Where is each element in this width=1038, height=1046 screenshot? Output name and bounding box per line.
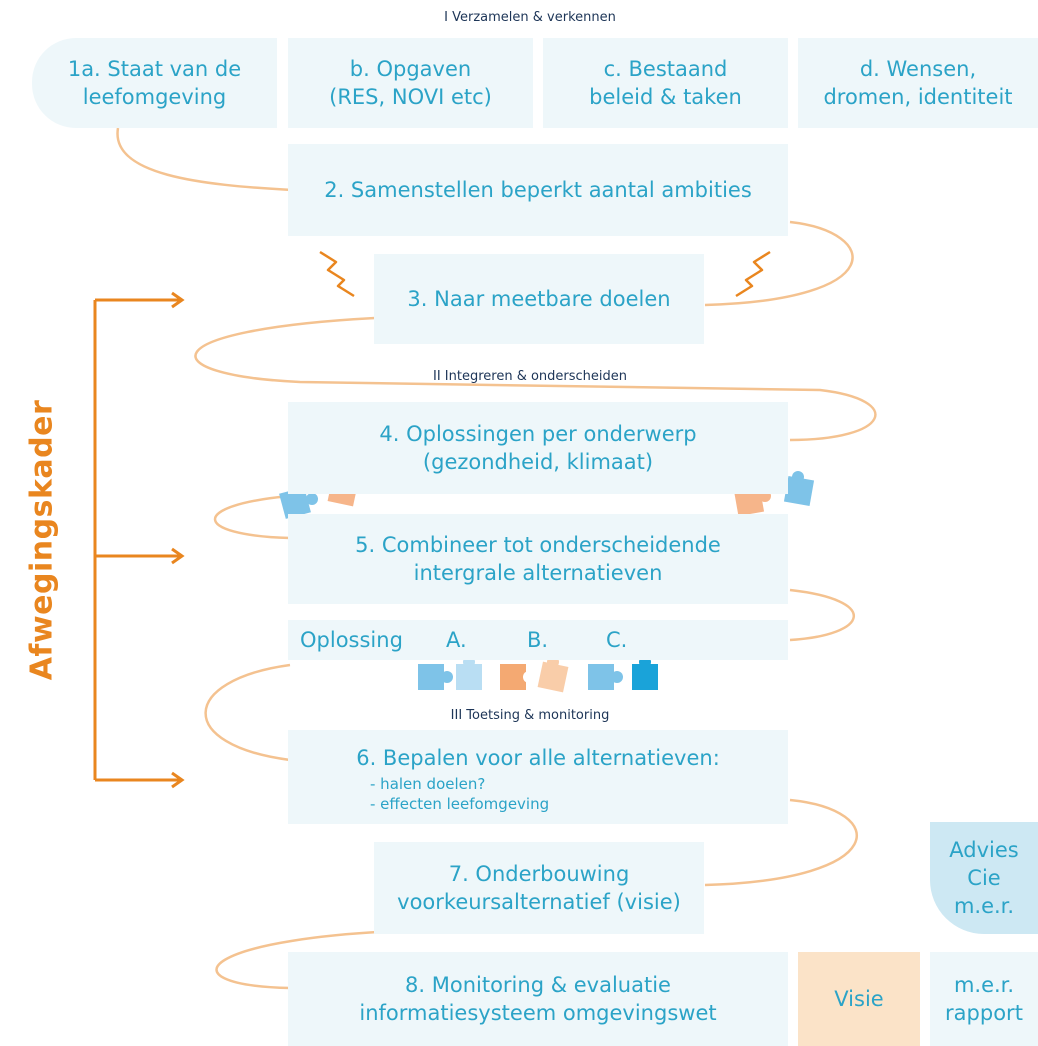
step-8-line1: 8. Monitoring & evaluatie — [405, 973, 671, 997]
step-4-line2: (gezondheid, klimaat) — [422, 450, 654, 474]
mer-rapport-box: m.e.r. rapport — [930, 952, 1038, 1046]
puzzle-pieces-solutions-icon — [418, 656, 658, 693]
afwegingskader-text: Afwegingskader — [24, 399, 60, 681]
solution-c-label: C. — [606, 628, 628, 652]
advies-line1: Advies — [949, 838, 1019, 862]
connector-6-7 — [704, 798, 859, 887]
section-title-3: III Toetsing & monitoring — [450, 708, 610, 723]
step-4-line1: 4. Oplossingen per onderwerp — [379, 422, 697, 446]
step-5-line2: intergrale alternatieven — [413, 561, 663, 585]
step-8-line2: informatiesysteem omgevingswet — [359, 1001, 717, 1025]
connector-7-8 — [215, 928, 431, 990]
advies-line3: m.e.r. — [953, 894, 1015, 918]
step-1a-line1: 1a. Staat van de — [67, 57, 242, 81]
step-2-box: 2. Samenstellen beperkt aantal ambities — [288, 144, 788, 236]
step-1b-line1: b. Opgaven — [349, 57, 472, 81]
step-1b-line2: (RES, NOVI etc) — [329, 85, 492, 109]
step-6-bullet-2: - effecten leefomgeving — [370, 795, 550, 813]
step-1d-line2: dromen, identiteit — [823, 85, 1013, 109]
step-7-line1: 7. Onderbouwing — [448, 862, 630, 886]
connector-3-4 — [194, 316, 877, 442]
step-8-box: 8. Monitoring & evaluatie informatiesyst… — [288, 952, 788, 1046]
step-1b-box: b. Opgaven (RES, NOVI etc) — [288, 38, 533, 128]
step-1a-box: 1a. Staat van de leefomgeving — [32, 38, 277, 128]
solutions-strip — [288, 620, 788, 660]
step-4-box: 4. Oplossingen per onderwerp (gezondheid… — [288, 402, 788, 494]
step-1c-line2: beleid & taken — [589, 85, 742, 109]
step-1a-line2: leefomgeving — [82, 85, 227, 109]
solution-a-label: A. — [446, 628, 467, 652]
visie-text: Visie — [834, 987, 884, 1011]
solution-b-label: B. — [527, 628, 549, 652]
step-1c-box: c. Bestaand beleid & taken — [543, 38, 788, 128]
connector-5-sol — [789, 588, 855, 642]
section-title-1: I Verzamelen & verkennen — [444, 10, 616, 25]
spark-right-icon — [735, 250, 771, 298]
spark-left-icon — [319, 250, 355, 298]
step-3-box: 3. Naar meetbare doelen — [374, 254, 704, 344]
step-7-box: 7. Onderbouwing voorkeursalternatief (vi… — [374, 842, 704, 934]
advies-line2: Cie — [967, 866, 1001, 890]
connector-4-5 — [213, 494, 291, 540]
advies-cie-mer-box: Advies Cie m.e.r. — [930, 822, 1038, 934]
step-3-text: 3. Naar meetbare doelen — [407, 287, 671, 311]
step-5-line1: 5. Combineer tot onderscheidende — [355, 533, 721, 557]
section-title-2: II Integreren & onderscheiden — [432, 369, 628, 384]
step-5-box: 5. Combineer tot onderscheidende intergr… — [288, 514, 788, 604]
connector-2-3 — [704, 220, 854, 307]
connector-sol-6 — [204, 663, 291, 762]
mer-line1: m.e.r. — [953, 973, 1015, 997]
step-1c-line1: c. Bestaand — [603, 57, 728, 81]
step-6-title: 6. Bepalen voor alle alternatieven: — [356, 746, 720, 770]
mer-line2: rapport — [945, 1001, 1023, 1025]
step-2-text: 2. Samenstellen beperkt aantal ambities — [324, 178, 752, 202]
step-1d-line1: d. Wensen, — [859, 57, 977, 81]
step-6-bullet-1: - halen doelen? — [370, 775, 486, 793]
step-7-line2: voorkeursalternatief (visie) — [397, 890, 681, 914]
visie-box: Visie — [798, 952, 920, 1046]
solutions-label: Oplossing — [300, 628, 403, 652]
connector-1-2 — [116, 127, 293, 192]
step-6-box: 6. Bepalen voor alle alternatieven: - ha… — [288, 730, 788, 824]
step-1d-box: d. Wensen, dromen, identiteit — [798, 38, 1038, 128]
